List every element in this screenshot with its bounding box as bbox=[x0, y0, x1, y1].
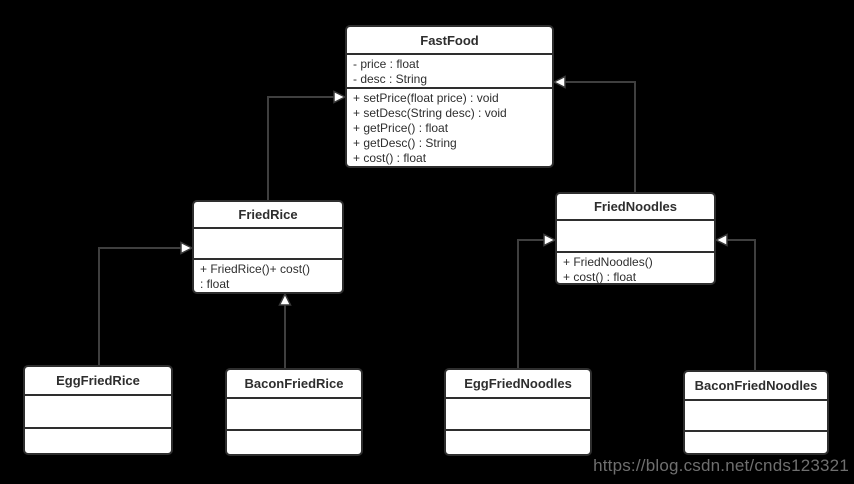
method-line: + getPrice() : float bbox=[353, 121, 449, 135]
class-box-baconfriednoodles: BaconFriedNoodles bbox=[683, 370, 829, 455]
class-attributes-section bbox=[25, 394, 171, 427]
class-box-eggfriedrice: EggFriedRice bbox=[23, 365, 173, 455]
class-methods-section bbox=[685, 430, 827, 453]
edge-line bbox=[98, 247, 181, 365]
watermark-url: https://blog.csdn.net/cnds123321 bbox=[593, 456, 849, 475]
edge-friedrice-to-fastfood bbox=[267, 90, 347, 200]
method-line: + setDesc(String desc) : void bbox=[353, 106, 507, 120]
class-methods-section bbox=[25, 427, 171, 453]
class-attributes-section bbox=[557, 219, 714, 251]
inheritance-arrowhead-icon bbox=[552, 75, 566, 89]
method-line: + FriedRice()+ cost() bbox=[200, 262, 311, 276]
inheritance-arrowhead-icon bbox=[278, 292, 292, 306]
class-methods-section bbox=[227, 429, 361, 454]
class-box-friedrice: FriedRice + FriedRice()+ cost() : float bbox=[192, 200, 344, 294]
edge-baconfriednoodles-to-friednoodles bbox=[714, 233, 756, 370]
class-box-friednoodles: FriedNoodles + FriedNoodles() + cost() :… bbox=[555, 192, 716, 285]
class-methods-section: + FriedRice()+ cost() : float bbox=[194, 258, 342, 292]
class-methods-section: + setPrice(float price) : void + setDesc… bbox=[347, 87, 552, 166]
class-box-fastfood: FastFood - price : float - desc : String… bbox=[345, 25, 554, 168]
class-attributes-section bbox=[194, 227, 342, 258]
edge-line bbox=[727, 239, 756, 370]
class-title: BaconFriedRice bbox=[244, 376, 344, 391]
inheritance-arrowhead-icon bbox=[714, 233, 728, 247]
attribute-line: - desc : String bbox=[353, 72, 428, 86]
edge-line bbox=[517, 239, 544, 368]
class-title: FriedRice bbox=[238, 207, 298, 222]
class-title: FriedNoodles bbox=[593, 199, 678, 214]
inheritance-arrowhead-icon bbox=[333, 90, 347, 104]
method-line: : float bbox=[200, 277, 230, 291]
class-attributes-section bbox=[227, 397, 361, 429]
method-line: + FriedNoodles() bbox=[563, 255, 653, 269]
edge-baconfriedrice-to-friedrice bbox=[278, 292, 292, 368]
method-line: + getDesc() : String bbox=[353, 136, 457, 150]
class-title: EggFriedRice bbox=[56, 373, 140, 388]
class-title: BaconFriedNoodles bbox=[694, 378, 818, 393]
attribute-line: - price : float bbox=[353, 57, 420, 71]
class-methods-section bbox=[446, 429, 590, 454]
class-attributes-section bbox=[446, 397, 590, 429]
class-title: FastFood bbox=[420, 32, 479, 48]
method-line: + cost() : float bbox=[563, 270, 637, 283]
method-line: + setPrice(float price) : void bbox=[353, 91, 499, 105]
class-title: EggFriedNoodles bbox=[464, 376, 572, 391]
edge-line bbox=[565, 81, 636, 192]
method-line: + cost() : float bbox=[353, 151, 427, 165]
edge-line bbox=[267, 96, 334, 200]
class-attributes-section bbox=[685, 399, 827, 430]
inheritance-arrowhead-icon bbox=[180, 241, 194, 255]
inheritance-arrowhead-icon bbox=[543, 233, 557, 247]
edge-eggfriednoodles-to-friednoodles bbox=[517, 233, 557, 368]
class-box-baconfriedrice: BaconFriedRice bbox=[225, 368, 363, 456]
class-box-eggfriednoodles: EggFriedNoodles bbox=[444, 368, 592, 456]
class-methods-section: + FriedNoodles() + cost() : float bbox=[557, 251, 714, 283]
edge-eggfriedrice-to-friedrice bbox=[98, 241, 194, 365]
edge-friednoodles-to-fastfood bbox=[552, 75, 636, 192]
class-attributes-section: - price : float - desc : String bbox=[347, 53, 552, 87]
